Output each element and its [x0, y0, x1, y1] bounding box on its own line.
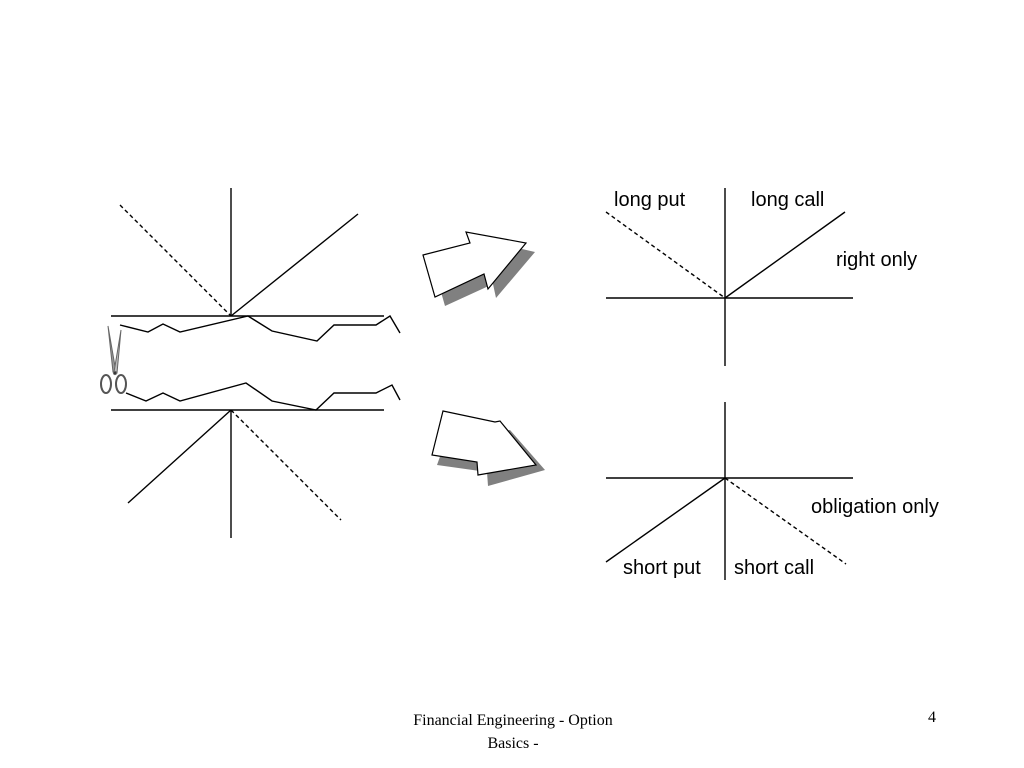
long-payoff-diagram: [605, 188, 853, 366]
upper-call-line: [230, 213, 359, 317]
arrow-right-icon: [422, 231, 535, 306]
footer-title-line2: Basics -: [487, 735, 539, 752]
arrow-right-icon: [431, 410, 545, 486]
upper-put-dashed-line: [119, 204, 232, 317]
lower-call-dashed-line: [230, 409, 342, 521]
short-payoff-diagram: [605, 402, 853, 580]
label-short-call: short call: [734, 557, 814, 579]
footer-title-line1: Financial Engineering - Option: [413, 712, 613, 729]
short-call-dashed-line: [724, 477, 847, 565]
label-long-call: long call: [751, 189, 824, 211]
upper-arrow: [422, 231, 528, 298]
scissors-icon: [100, 325, 127, 394]
upper-cut-edge: [119, 315, 401, 342]
label-short-put: short put: [623, 557, 701, 579]
long-put-dashed-line: [605, 211, 726, 299]
combined-payoff-diagram: [111, 188, 401, 538]
long-call-line: [724, 211, 846, 299]
label-long-put: long put: [614, 189, 686, 211]
lower-cut-edge: [125, 382, 401, 411]
footer-title: Financial Engineering - Option Basics -: [380, 709, 646, 755]
short-put-line: [605, 477, 726, 563]
page-number: 4: [928, 709, 936, 726]
lower-put-line: [127, 409, 232, 504]
label-right-only: right only: [836, 249, 917, 271]
lower-arrow: [431, 410, 538, 476]
label-obligation-only: obligation only: [811, 496, 939, 518]
